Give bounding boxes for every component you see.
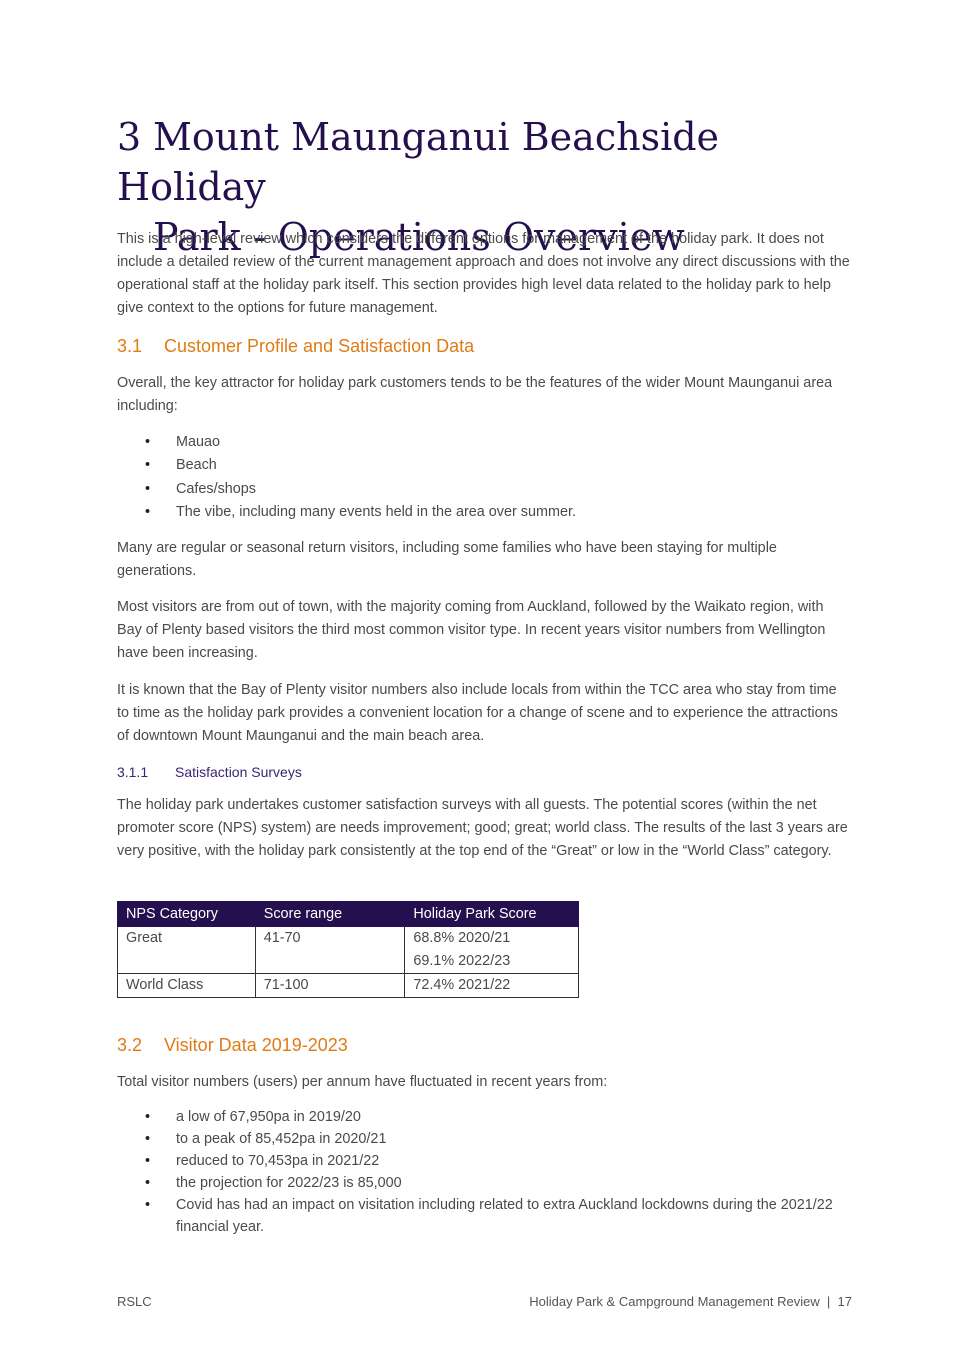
subsection-heading-3-1-1: 3.1.1 Satisfaction Surveys bbox=[117, 764, 852, 780]
list-item: The vibe, including many events held in … bbox=[117, 501, 852, 525]
chapter-title-line2: Park - Operations Overview bbox=[153, 215, 685, 259]
visitor-data-paragraph: Total visitor numbers (users) per annum … bbox=[117, 1074, 608, 1090]
list-item: to a peak of 85,452pa in 2020/21 bbox=[117, 1128, 852, 1150]
list-item: reduced to 70,453pa in 2021/22 bbox=[117, 1150, 852, 1172]
table-row: Great 41-70 68.8% 2020/21 69.1% 2022/23 bbox=[117, 926, 579, 974]
table-header: NPS Category bbox=[117, 901, 256, 927]
chapter-number: 3 bbox=[117, 115, 142, 159]
section-title: Customer Profile and Satisfaction Data bbox=[164, 336, 475, 356]
table-header: Score range bbox=[254, 901, 406, 927]
local-visitors-paragraph: It is known that the Bay of Plenty visit… bbox=[117, 682, 838, 744]
score-value: 69.1% 2022/23 bbox=[413, 953, 511, 969]
list-item: Mauao bbox=[117, 431, 852, 455]
nps-table: NPS Category Score range Holiday Park Sc… bbox=[117, 901, 579, 998]
table-cell: 72.4% 2021/22 bbox=[404, 973, 579, 998]
table-header-row: NPS Category Score range Holiday Park Sc… bbox=[117, 901, 579, 927]
table-row: World Class 71-100 72.4% 2021/22 bbox=[117, 973, 579, 998]
return-visitors-paragraph: Many are regular or seasonal return visi… bbox=[117, 540, 777, 579]
footer-page-info: Holiday Park & Campground Management Rev… bbox=[529, 1294, 852, 1309]
table-header: Holiday Park Score bbox=[404, 901, 579, 927]
list-item: Covid has had an impact on visitation in… bbox=[117, 1194, 852, 1238]
section-number: 3.1 bbox=[117, 336, 143, 356]
table-cell: 41-70 bbox=[254, 926, 406, 974]
table-cell: World Class bbox=[117, 973, 256, 998]
footer-org: RSLC bbox=[117, 1294, 152, 1309]
score-value: 68.8% 2020/21 bbox=[413, 930, 511, 946]
list-item: the projection for 2022/23 is 85,000 bbox=[117, 1172, 852, 1194]
table-cell: Great bbox=[117, 926, 256, 974]
subsection-number: 3.1.1 bbox=[117, 764, 149, 780]
table-cell: 68.8% 2020/21 69.1% 2022/23 bbox=[404, 926, 579, 974]
visitor-numbers-bullet-list: a low of 67,950pa in 2019/20 to a peak o… bbox=[117, 1106, 852, 1238]
list-item: a low of 67,950pa in 2019/20 bbox=[117, 1106, 852, 1128]
list-item: Beach bbox=[117, 454, 852, 478]
section-heading-3-1: 3.1 Customer Profile and Satisfaction Dat… bbox=[117, 336, 852, 357]
section-heading-3-2: 3.2 Visitor Data 2019-2023 bbox=[117, 1035, 852, 1056]
chapter-title-line1: Mount Maunganui Beachside Holiday bbox=[117, 115, 720, 209]
satisfaction-surveys-paragraph: The holiday park undertakes customer sat… bbox=[117, 797, 848, 859]
customer-profile-paragraph: Overall, the key attractor for holiday p… bbox=[117, 375, 833, 414]
intro-paragraph: This is a high-level review which consid… bbox=[117, 231, 850, 316]
list-item: Cafes/shops bbox=[117, 478, 852, 502]
attractor-bullet-list: Mauao Beach Cafes/shops The vibe, includ… bbox=[117, 431, 852, 524]
subsection-title: Satisfaction Surveys bbox=[175, 764, 302, 780]
section-title: Visitor Data 2019-2023 bbox=[164, 1035, 348, 1055]
section-number: 3.2 bbox=[117, 1035, 143, 1055]
table-cell: 71-100 bbox=[254, 973, 406, 998]
visitor-origin-paragraph: Most visitors are from out of town, with… bbox=[117, 599, 826, 661]
page-footer: RSLC Holiday Park & Campground Managemen… bbox=[117, 1294, 852, 1309]
